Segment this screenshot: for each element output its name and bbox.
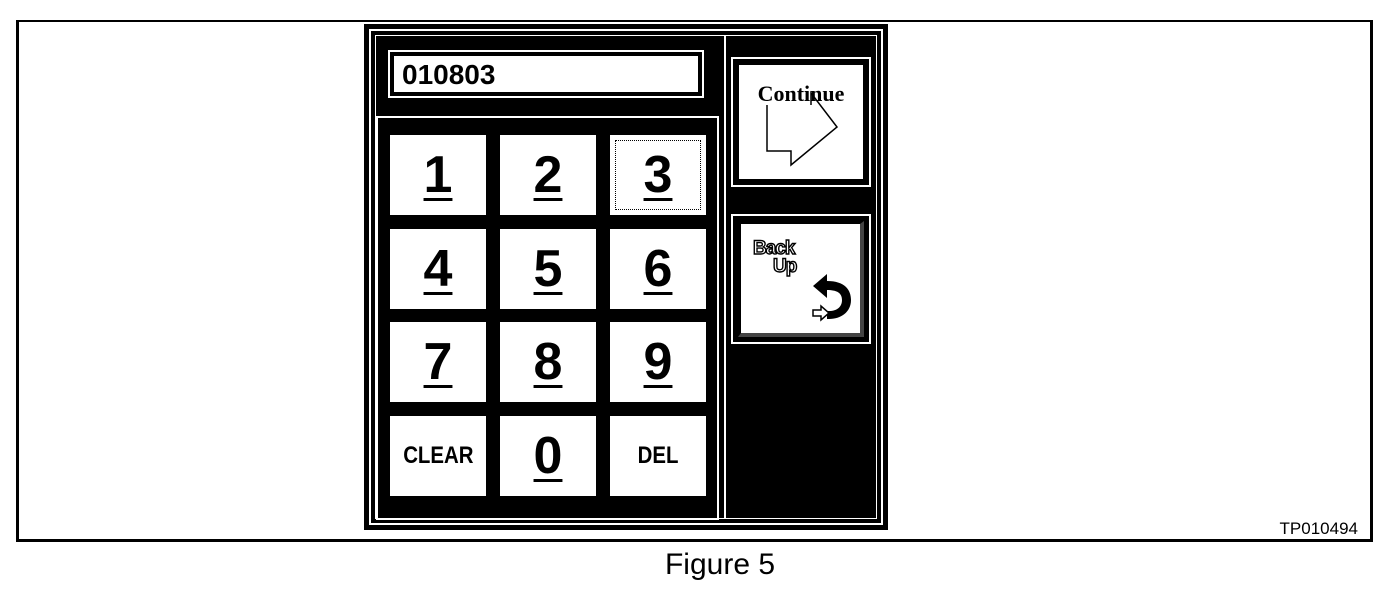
key-5[interactable]: 5 [500,229,596,309]
key-0[interactable]: 0 [500,416,596,496]
continue-button-face: Continue [738,64,864,180]
keypad: 1 2 3 4 5 6 7 8 9 CLEAR 0 DEL [376,116,719,520]
key-label: 4 [423,240,453,298]
key-3[interactable]: 3 [610,135,706,215]
key-label: 7 [423,333,453,391]
key-2[interactable]: 2 [500,135,596,215]
key-label: CLEAR [402,442,474,469]
key-label: 6 [643,240,673,298]
backup-button[interactable]: Back Up [731,214,871,344]
backup-label-line1: Back [752,238,796,259]
backup-label: Back Up [752,238,798,277]
delete-button[interactable]: DEL [610,416,706,496]
key-6[interactable]: 6 [610,229,706,309]
continue-button[interactable]: Continue [731,57,871,187]
key-label: 5 [533,240,563,298]
key-1[interactable]: 1 [390,135,486,215]
key-label: 9 [643,333,673,391]
key-label: DEL [637,442,679,469]
key-7[interactable]: 7 [390,322,486,402]
continue-label: Continue [757,81,845,106]
key-9[interactable]: 9 [610,322,706,402]
key-label: 2 [533,146,563,204]
clear-button[interactable]: CLEAR [390,416,486,496]
backup-label-line2: Up [772,256,798,277]
key-label: 8 [533,333,563,391]
key-label: 0 [533,427,563,485]
entry-display: 010803 [388,50,704,98]
backup-button-face: Back Up [738,221,864,337]
key-label: 3 [643,146,673,204]
key-4[interactable]: 4 [390,229,486,309]
right-arrow-icon [766,90,839,167]
curved-back-arrow-icon [812,274,851,322]
key-label: 1 [423,146,453,204]
side-button-column [724,36,876,518]
key-8[interactable]: 8 [500,322,596,402]
figure-caption: Figure 5 [664,548,776,581]
entry-field[interactable]: 010803 [393,55,699,93]
figure-code: TP010494 [1279,519,1358,538]
